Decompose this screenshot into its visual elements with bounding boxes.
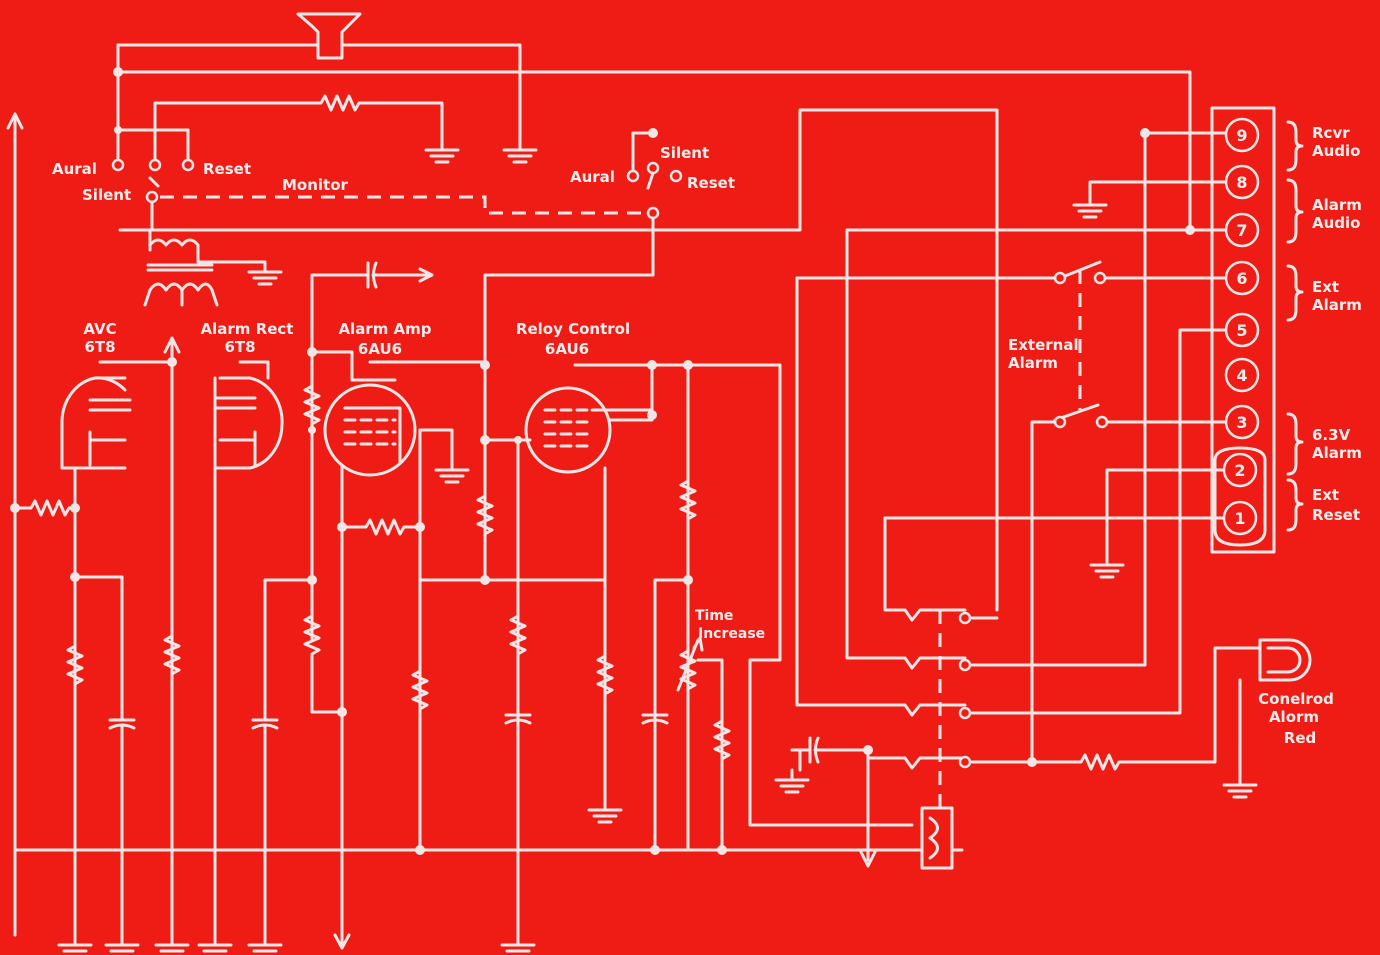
- svg-text:3: 3: [1236, 413, 1247, 432]
- avc-tube-icon: [60, 360, 174, 470]
- ground-icon: [247, 933, 283, 955]
- aural-label-right: Aural: [570, 168, 615, 186]
- svg-text:9: 9: [1236, 126, 1247, 145]
- alarm-amp-tube-label: 6AU6: [358, 340, 402, 358]
- svg-text:2: 2: [1234, 461, 1245, 480]
- terminal-8[interactable]: 8: [1224, 164, 1260, 200]
- ground-icon: [247, 260, 283, 286]
- ground-icon: [500, 933, 536, 955]
- terminal-1[interactable]: 1: [1222, 500, 1258, 536]
- terminal-6[interactable]: 6: [1224, 260, 1260, 296]
- resistor-icon: [303, 608, 321, 662]
- ground-icon: [1072, 193, 1108, 219]
- terminal-strip: [1210, 106, 1276, 554]
- time-label: Time: [695, 608, 733, 624]
- alarm-audio-label-2: Audio: [1312, 214, 1360, 232]
- resistor-icon: [679, 473, 697, 527]
- terminal-4[interactable]: 4: [1224, 357, 1260, 393]
- resistor-icon: [509, 608, 527, 662]
- silent-label-right: Silent: [660, 144, 709, 162]
- capacitor-icon: [348, 261, 394, 289]
- ground-icon: [434, 458, 470, 484]
- ground-icon: [587, 798, 623, 824]
- resistor-icon: [66, 638, 84, 692]
- relay-control-label: Reloy Control: [516, 320, 630, 338]
- silent-label-left: Silent: [82, 186, 131, 204]
- svg-text:5: 5: [1236, 321, 1247, 340]
- terminal-2[interactable]: 2: [1222, 452, 1258, 488]
- v63-label: 6.3V: [1312, 426, 1351, 444]
- terminal-3[interactable]: 3: [1224, 404, 1260, 440]
- ext-reset-label-2: Reset: [1312, 506, 1360, 524]
- alarm-amp-label: Alarm Amp: [338, 320, 431, 338]
- resistor-icon: [596, 648, 614, 702]
- svg-text:8: 8: [1236, 173, 1247, 192]
- ground-icon: [424, 138, 460, 164]
- resistor-icon: [713, 713, 731, 767]
- aural-label-left: Aural: [52, 160, 97, 178]
- alarm-rect-tube-icon: [213, 360, 284, 937]
- ground-icon: [502, 138, 538, 164]
- resistor-icon: [1073, 753, 1127, 771]
- svg-text:7: 7: [1236, 221, 1247, 240]
- terminal-9[interactable]: 9: [1224, 117, 1260, 153]
- external-alarm-label-1: External: [1008, 336, 1079, 354]
- ground-icon: [104, 933, 140, 955]
- alarm-amp-tube-icon: [323, 378, 417, 477]
- capacitor-icon: [251, 698, 279, 747]
- rcvr-label: Rcvr: [1312, 124, 1350, 142]
- avc-label: AVC: [83, 320, 116, 338]
- relay-icon: [795, 228, 972, 870]
- monitor-label: Monitor: [282, 176, 349, 194]
- lamp-label-1: Conelrod: [1258, 690, 1334, 708]
- svg-text:1: 1: [1234, 509, 1245, 528]
- ground-icon: [1222, 773, 1258, 799]
- reset-label-right: Reset: [687, 174, 735, 192]
- terminal-5[interactable]: 5: [1224, 312, 1260, 348]
- alarm-rect-label: Alarm Rect: [201, 320, 294, 338]
- alarm-rect-tube-label: 6T8: [224, 338, 255, 356]
- relay-control-tube-label: 6AU6: [545, 340, 589, 358]
- ext-alarm-label-2: Alarm: [1312, 296, 1362, 314]
- resistor-icon: [411, 663, 429, 717]
- resistor-icon: [313, 94, 367, 112]
- terminal-7[interactable]: 7: [1224, 212, 1260, 248]
- ext-reset-label-1: Ext: [1312, 486, 1339, 504]
- capacitor-icon: [108, 698, 136, 747]
- resistor-icon: [163, 628, 181, 682]
- ground-icon: [197, 933, 233, 955]
- avc-tube-label: 6T8: [84, 338, 115, 356]
- ground-icon: [774, 768, 810, 794]
- ext-alarm-label-1: Ext: [1312, 278, 1339, 296]
- ground-icon: [1089, 553, 1125, 579]
- lamp-label-2: Alorm: [1269, 708, 1319, 726]
- rcvr-audio-label: Audio: [1312, 142, 1360, 160]
- svg-text:6: 6: [1236, 269, 1247, 288]
- alarm-audio-label-1: Alarm: [1312, 196, 1362, 214]
- v63-alarm-label: Alarm: [1312, 444, 1362, 462]
- resistor-icon: [303, 378, 321, 432]
- resistor-icon: [23, 499, 77, 517]
- relay-control-tube-icon: [524, 363, 654, 474]
- lamp-icon: [1258, 638, 1312, 682]
- reset-label-left: Reset: [203, 160, 251, 178]
- ground-icon: [57, 933, 93, 955]
- resistor-icon: [476, 488, 494, 542]
- resistor-icon: [358, 518, 412, 536]
- svg-text:4: 4: [1236, 366, 1247, 385]
- ground-icon: [154, 933, 190, 955]
- transformer-icon: [143, 228, 267, 307]
- external-alarm-label-2: Alarm: [1008, 354, 1058, 372]
- lamp-label-3: Red: [1284, 729, 1316, 747]
- increase-label: Increase: [698, 626, 765, 642]
- speaker-icon: [296, 12, 362, 60]
